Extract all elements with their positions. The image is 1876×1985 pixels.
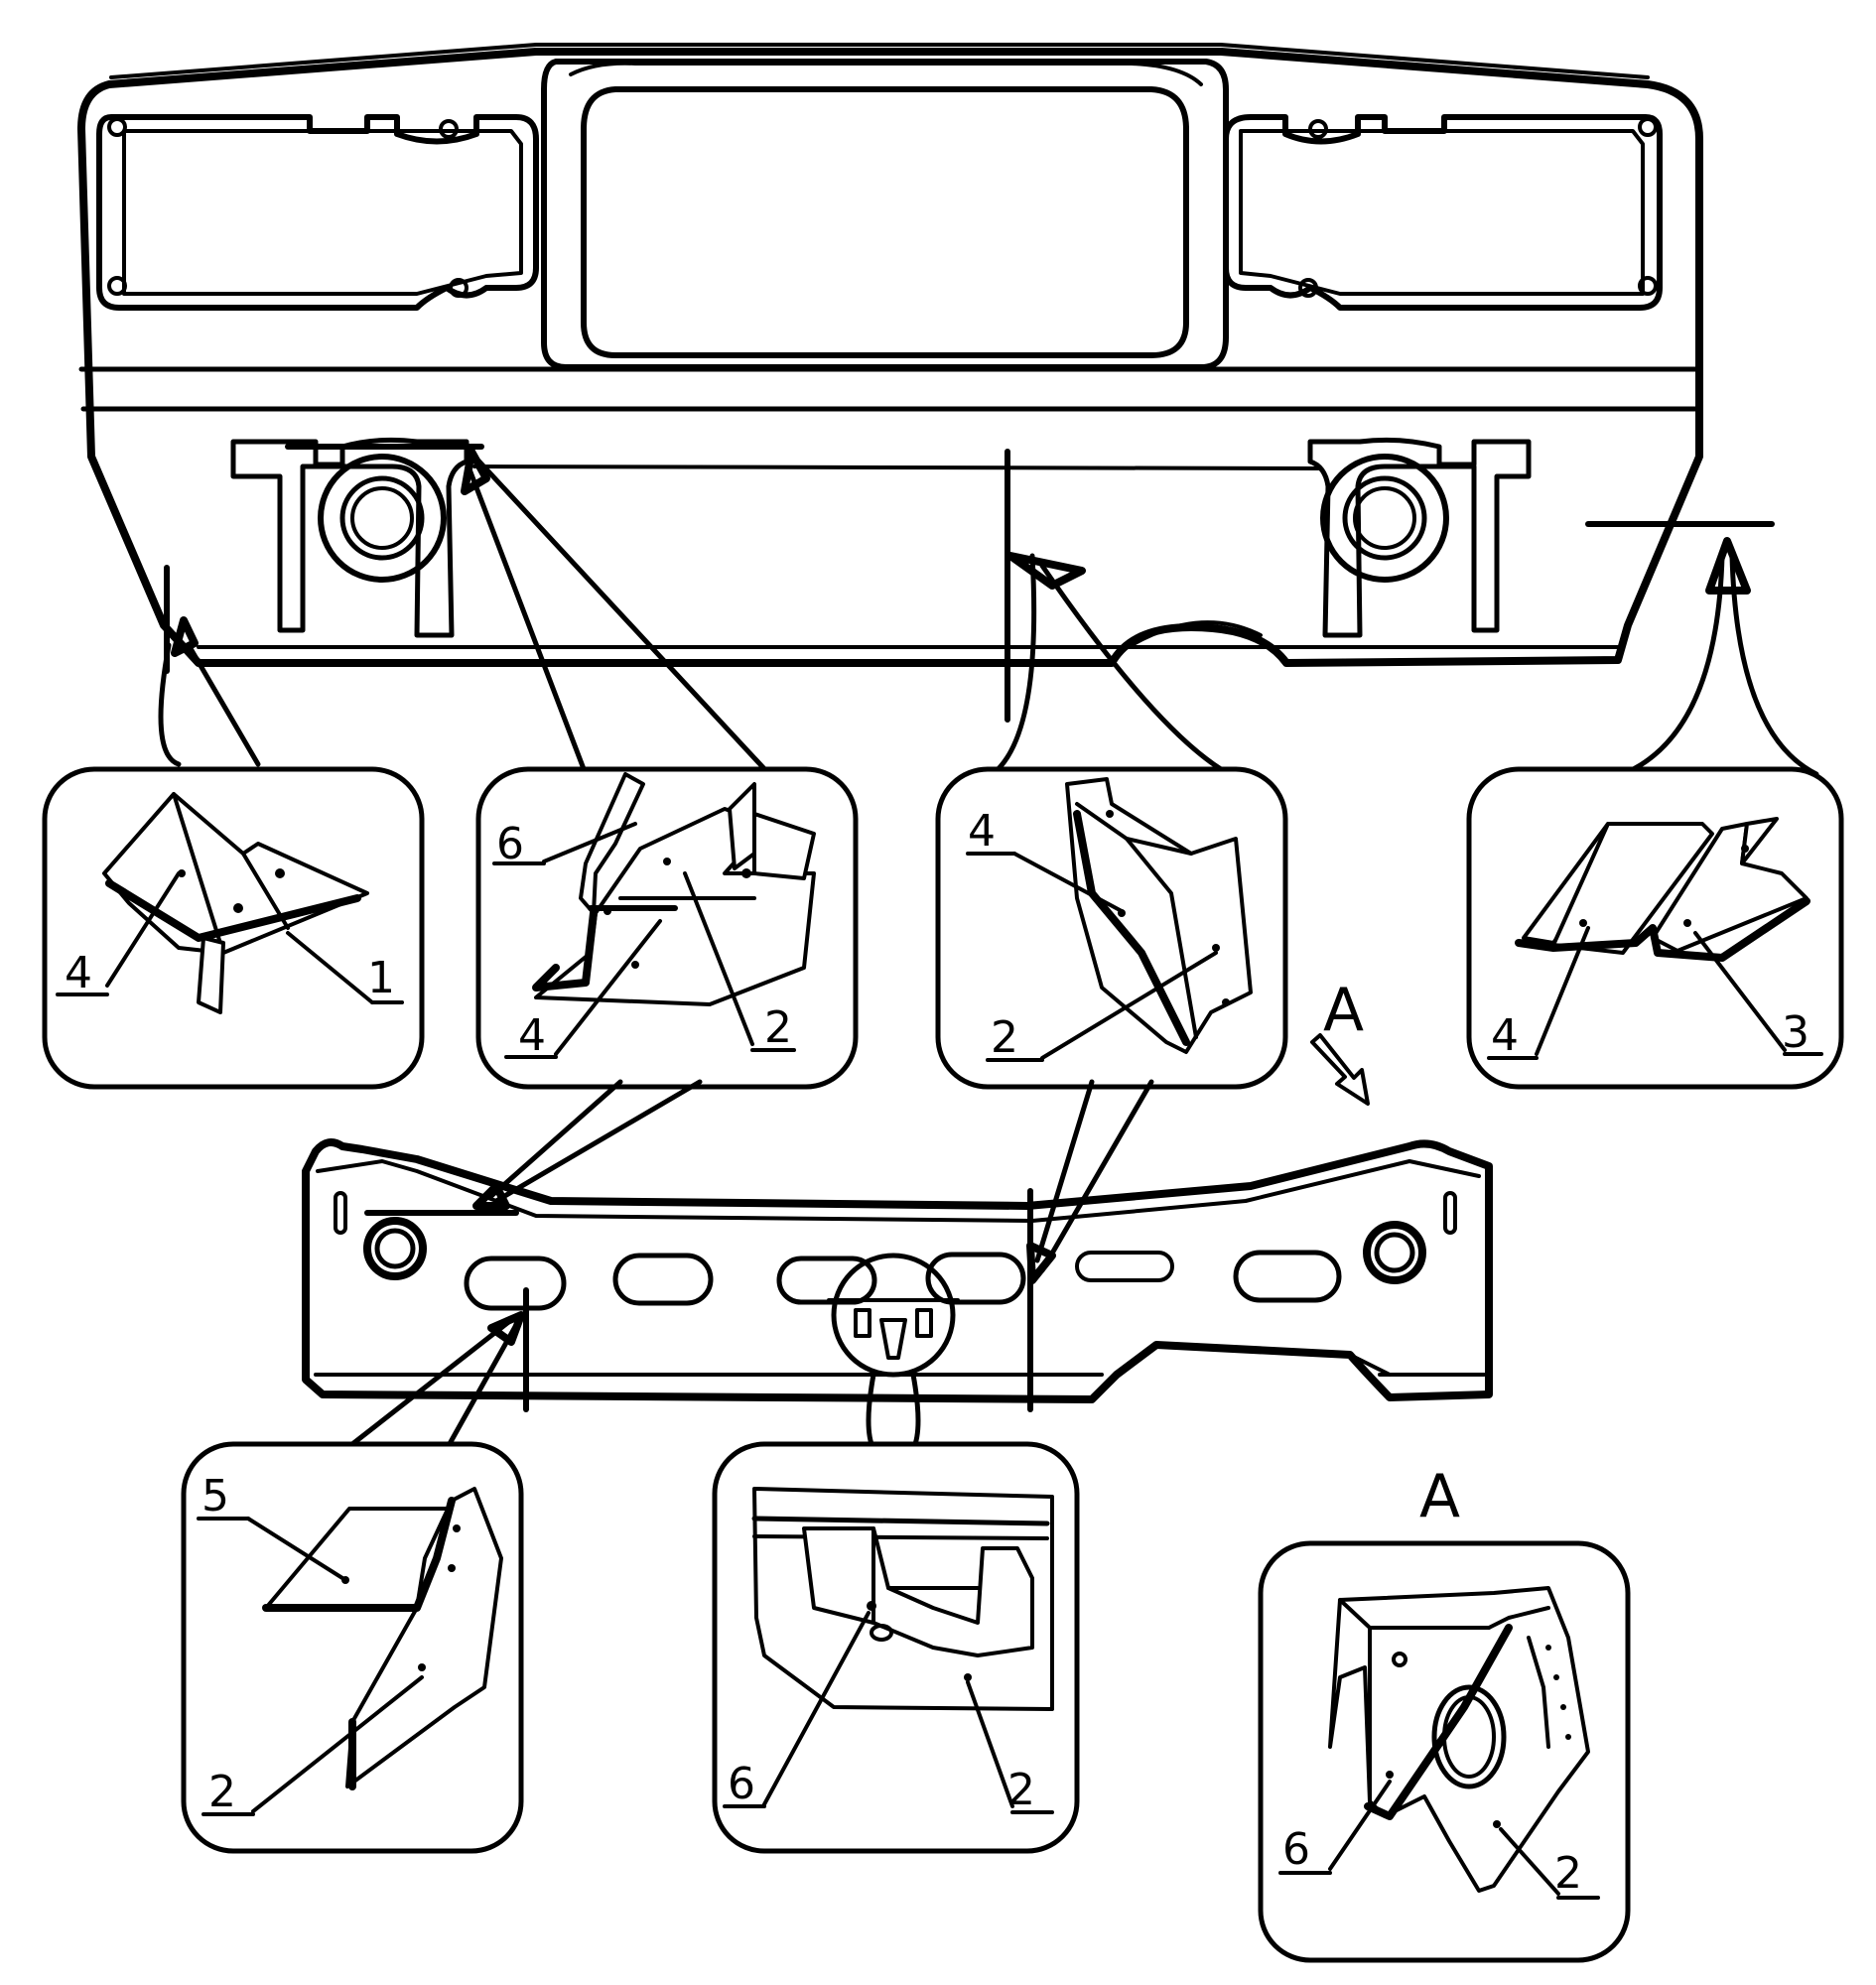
callout-4-label-right: 3 [1782,1007,1809,1058]
callout-3-label-bottom: 2 [991,1012,1018,1063]
callout-5-label-bottom: 2 [208,1767,236,1817]
callout-3: 4 2 [935,766,1288,1090]
callout-6-label-left: 6 [728,1759,755,1809]
callout-5: 5 2 [181,1441,524,1854]
callout-4-label-left: 4 [1491,1010,1519,1061]
callout-7-label-left: 6 [1282,1824,1310,1875]
callout-2-label-bottom-right: 2 [764,1002,792,1053]
callout-7-view-a: A 6 2 [1258,1462,1631,1963]
view-arrow-label: A [1323,976,1364,1045]
detail-view-label: A [1419,1462,1460,1531]
callout-1-label-right: 1 [367,953,395,1003]
callout-2: 6 4 2 [475,766,859,1090]
leaders-middle [349,1079,1154,1452]
callout-1-label-left: 4 [65,948,92,998]
leaders-top [158,448,1819,777]
view-direction-arrow-icon: A [1310,976,1370,1106]
callout-6: 6 2 [712,1441,1080,1854]
callout-6-label-right: 2 [1007,1765,1035,1815]
callout-1: 4 1 [42,766,425,1090]
rear-cross-member [302,1138,1493,1412]
callout-2-label-top: 6 [496,819,524,869]
callout-7-label-right: 2 [1554,1848,1582,1899]
callout-5-label-top: 5 [201,1471,229,1522]
callout-3-label-top: 4 [968,806,996,857]
callout-2-label-bottom-left: 4 [518,1010,546,1061]
callout-4: 4 3 [1466,766,1844,1090]
rear-panel-upper [77,43,1703,667]
